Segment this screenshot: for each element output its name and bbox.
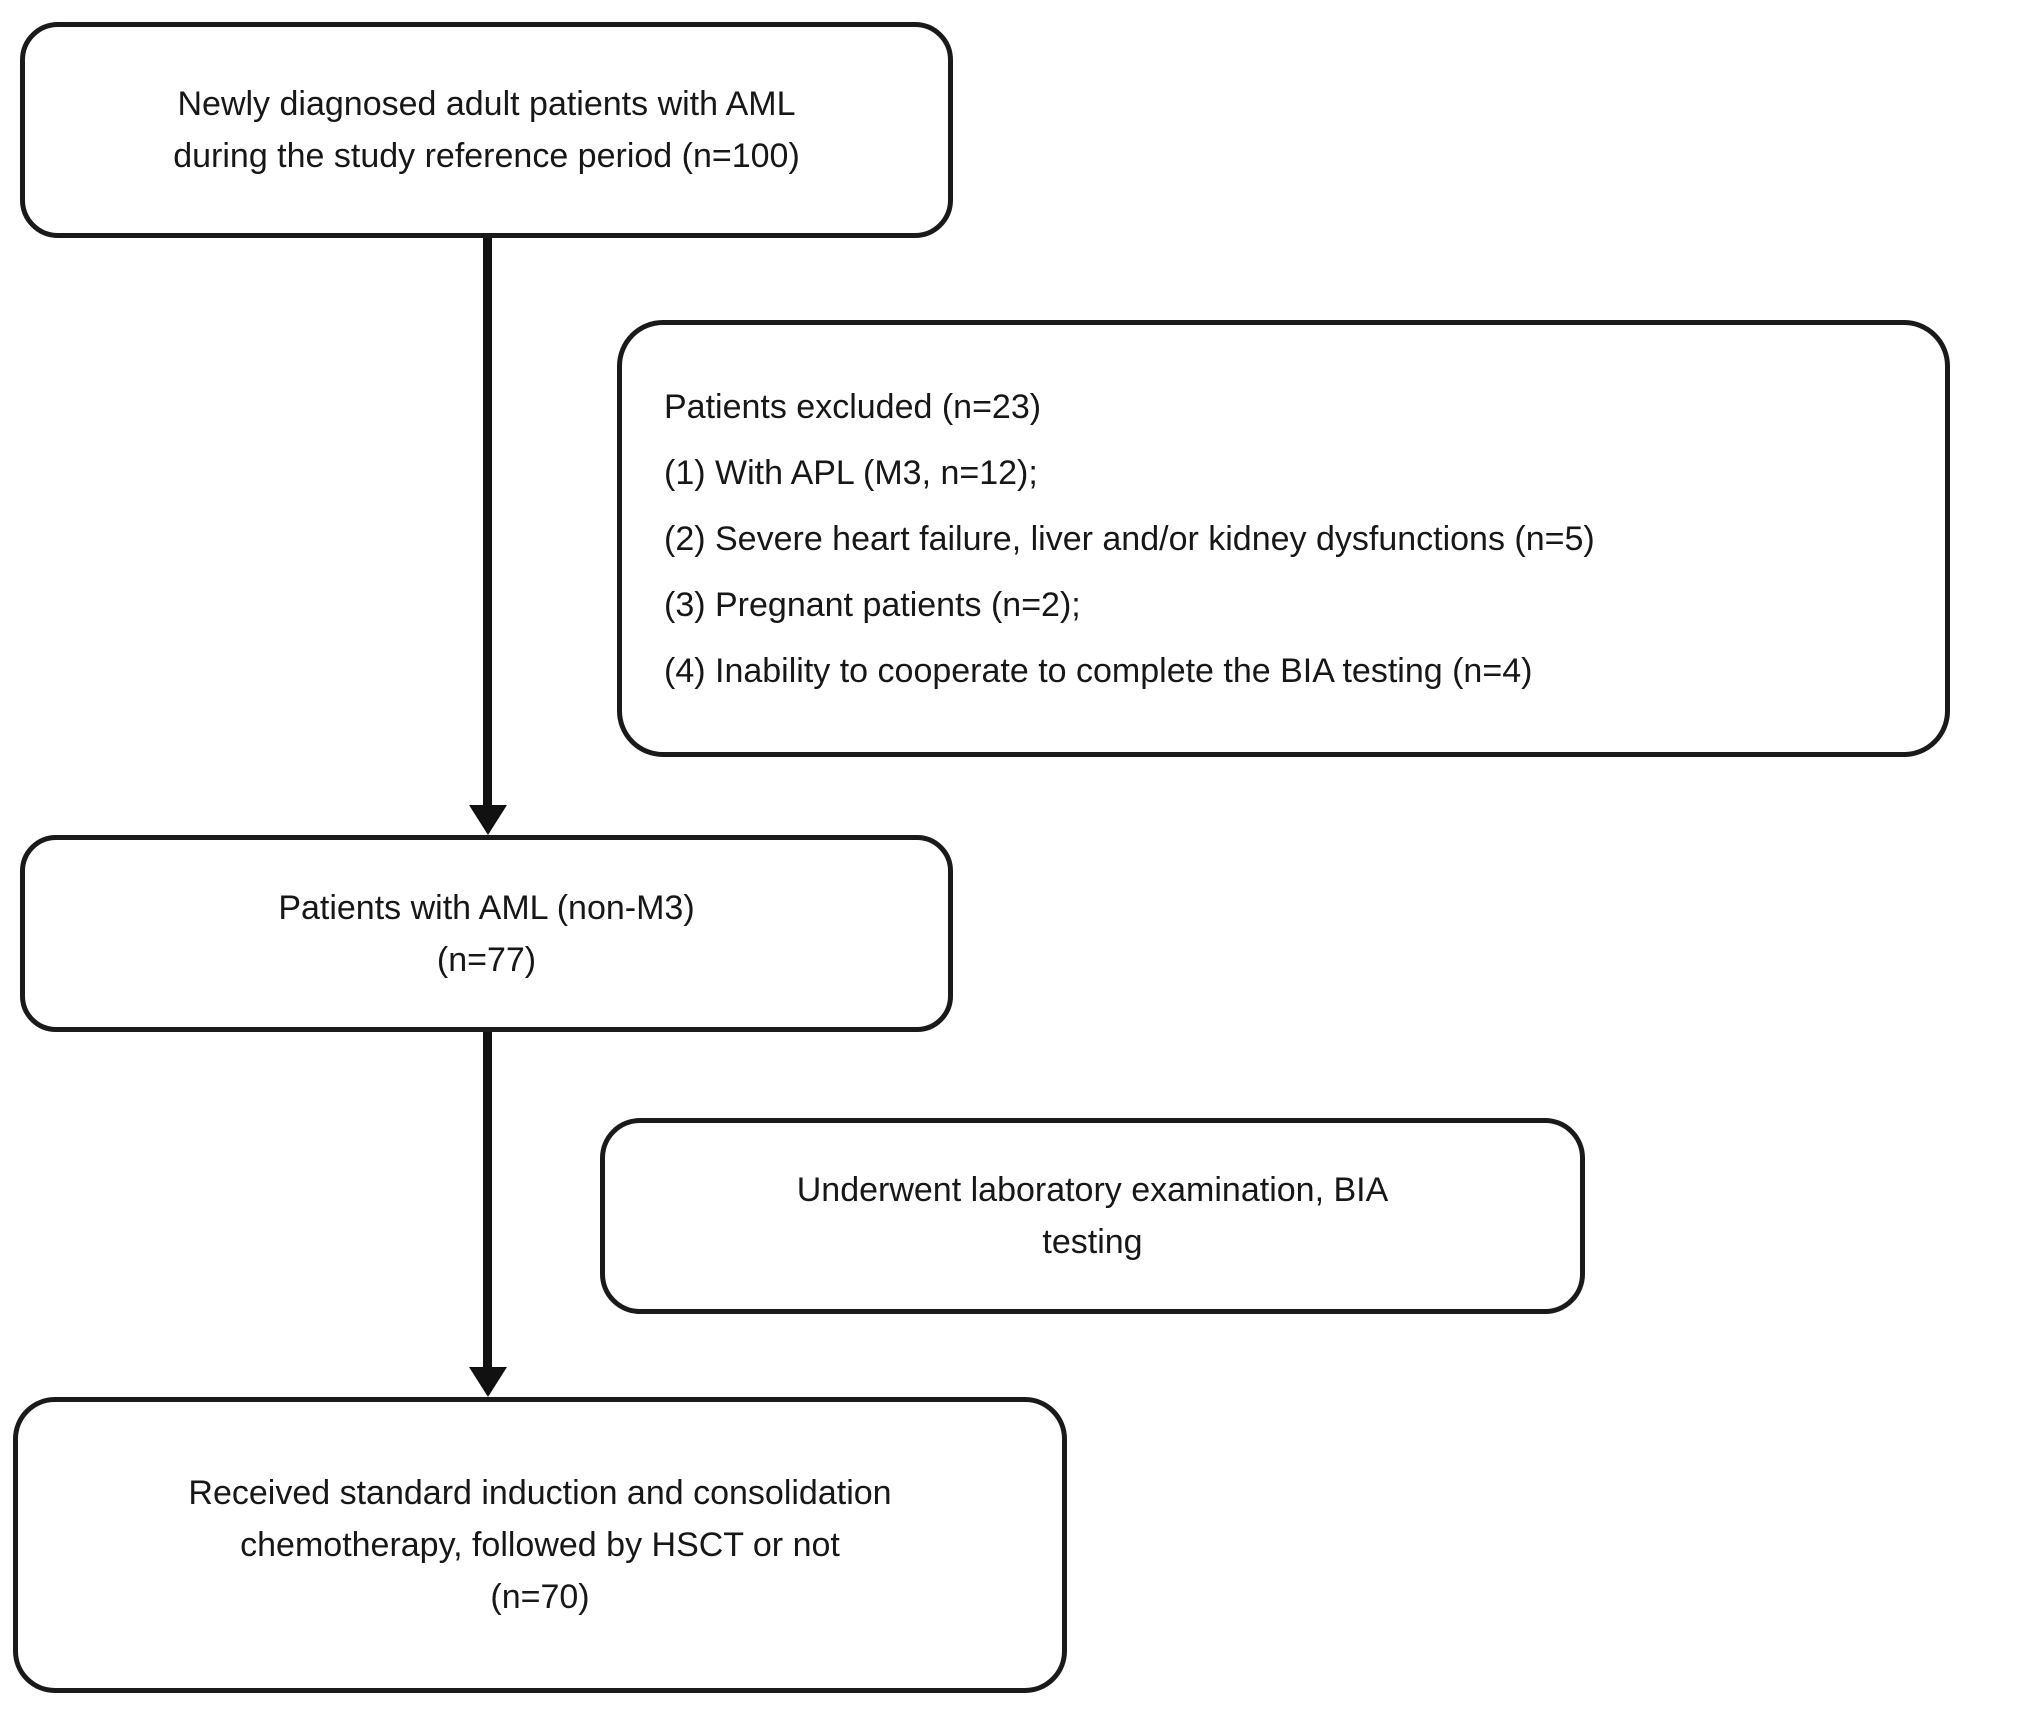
box-patients-excluded: Patients excluded (n=23) (1) With APL (M… <box>617 320 1950 757</box>
box-text-line: during the study reference period (n=100… <box>173 137 800 175</box>
box-text-line: Underwent laboratory examination, BIA <box>796 1171 1389 1209</box>
box-chemotherapy: Received standard induction and consolid… <box>13 1397 1067 1693</box>
box-text-line: chemotherapy, followed by HSCT or not <box>240 1526 840 1564</box>
arrow-aml-to-treatment-head <box>469 1367 507 1397</box>
box-aml-non-m3: Patients with AML (non-M3) (n=77) <box>20 835 953 1032</box>
box-text-line: (n=77) <box>436 940 537 979</box>
excluded-item: (3) Pregnant patients (n=2); <box>664 585 1081 624</box>
box-text-line: Patients with AML (non-M3) <box>278 888 695 927</box>
box-bia-testing: Underwent laboratory examination, BIA te… <box>600 1118 1585 1314</box>
arrow-enrollment-to-aml-head <box>469 805 507 835</box>
arrow-aml-to-treatment-line <box>483 1032 492 1372</box>
excluded-item: (1) With APL (M3, n=12); <box>664 453 1038 492</box>
box-text-line: testing <box>1042 1223 1143 1261</box>
excluded-title: Patients excluded (n=23) <box>664 387 1042 426</box>
arrow-enrollment-to-aml-line <box>483 238 492 810</box>
box-newly-diagnosed: Newly diagnosed adult patients with AML … <box>20 22 953 238</box>
excluded-item: (4) Inability to cooperate to complete t… <box>664 651 1533 690</box>
box-text-line: Received standard induction and consolid… <box>188 1474 892 1512</box>
box-text-line: (n=70) <box>490 1578 590 1616</box>
excluded-item: (2) Severe heart failure, liver and/or k… <box>664 519 1595 558</box>
box-text-line: Newly diagnosed adult patients with AML <box>177 85 796 123</box>
